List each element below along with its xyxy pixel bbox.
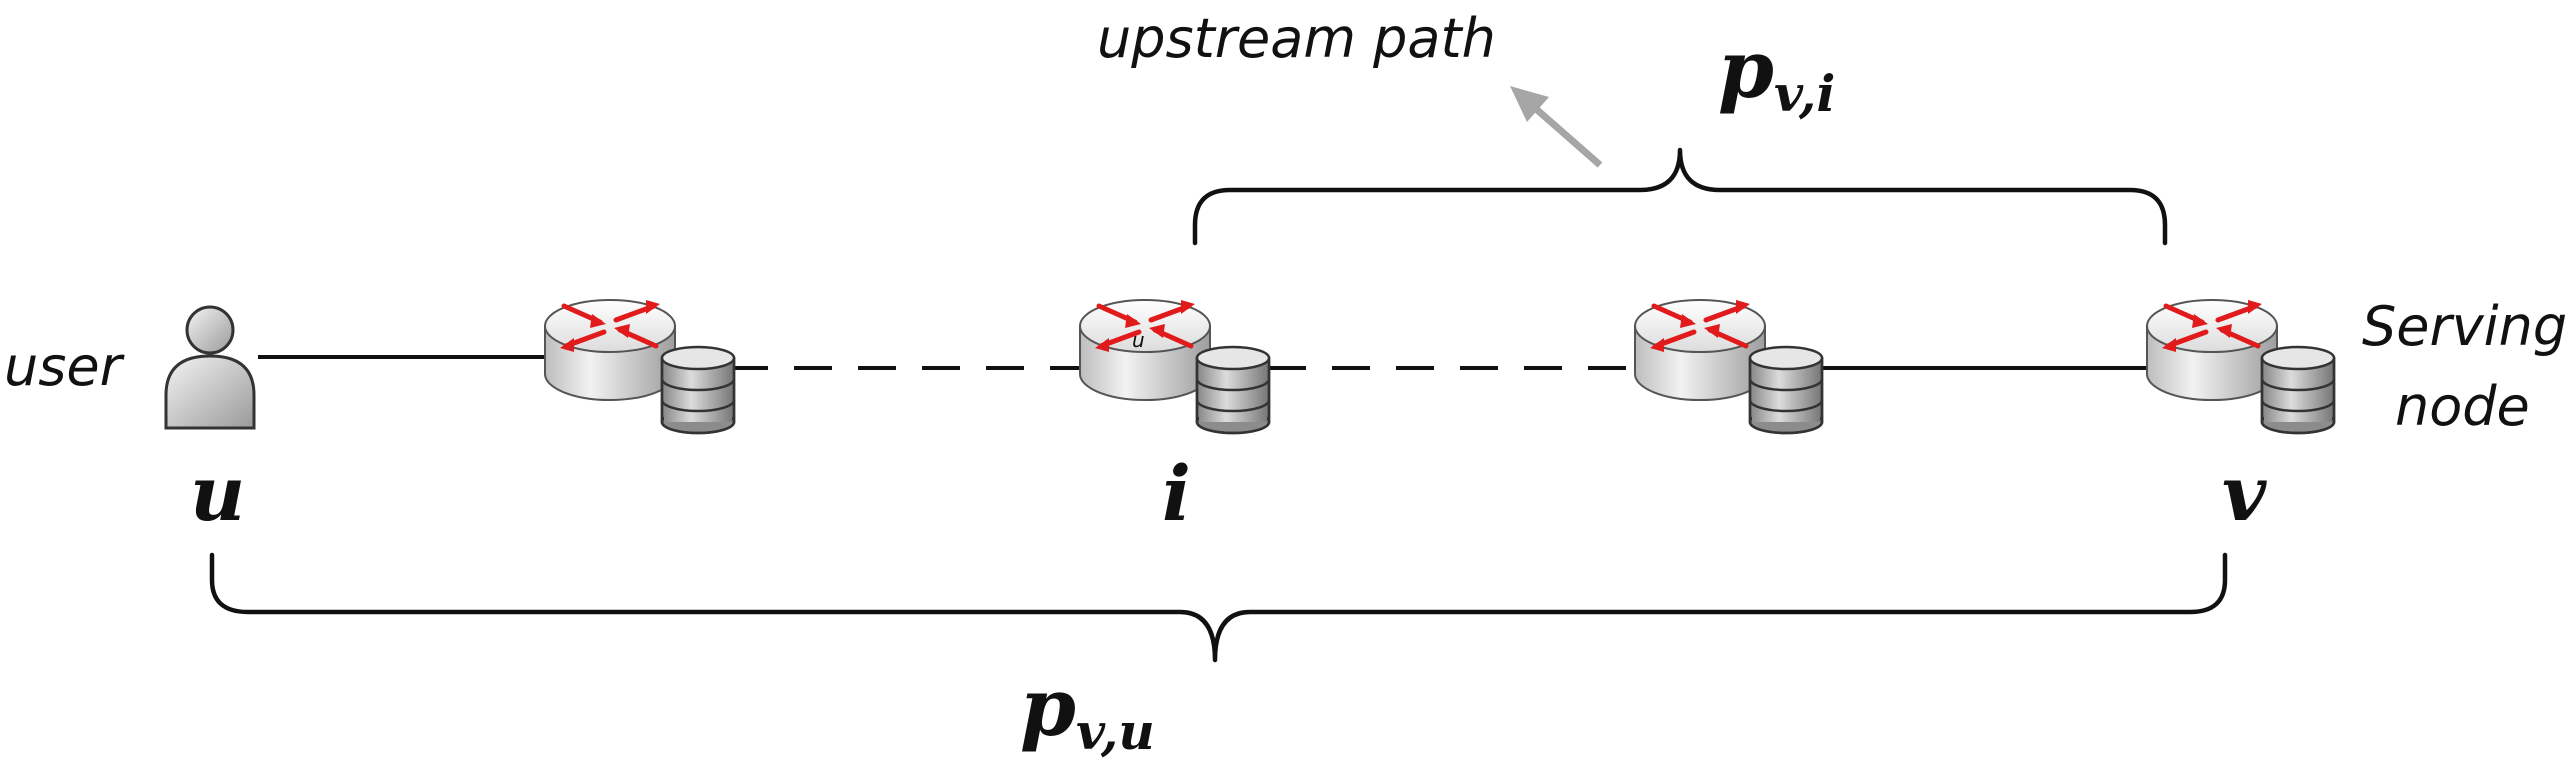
p-vu-subscript: v,u bbox=[1076, 702, 1155, 761]
cache-database-icon bbox=[1748, 345, 1824, 435]
node-label-i: i bbox=[1162, 449, 1191, 538]
node-label-u: u bbox=[190, 449, 245, 538]
p-vi-base: p bbox=[1718, 22, 1774, 116]
cache-database-icon bbox=[660, 345, 736, 435]
cache-database-icon bbox=[1195, 345, 1271, 435]
serving-node-label-line2: node bbox=[2395, 375, 2530, 438]
p-vu-base: p bbox=[1020, 660, 1076, 754]
router-icon bbox=[1635, 300, 1765, 400]
p-vi-label: pv,i bbox=[1718, 22, 1835, 123]
upstream-arrow-icon bbox=[1510, 86, 1603, 168]
router-icon bbox=[2147, 300, 2277, 400]
upstream-path-label: upstream path bbox=[1097, 7, 1496, 70]
brace-upstream-path bbox=[1192, 147, 2168, 246]
brace-full-path bbox=[209, 552, 2228, 663]
router-tag: u bbox=[1132, 328, 1145, 352]
serving-node-label-line1: Serving bbox=[2362, 295, 2567, 358]
node-label-v: v bbox=[2222, 449, 2267, 538]
router-icon bbox=[1080, 300, 1210, 400]
user-icon bbox=[164, 305, 256, 430]
cache-database-icon bbox=[2260, 345, 2336, 435]
user-label: user bbox=[4, 335, 125, 398]
p-vu-label: pv,u bbox=[1020, 660, 1155, 761]
p-vi-subscript: v,i bbox=[1774, 64, 1835, 123]
router-icon bbox=[545, 300, 675, 400]
